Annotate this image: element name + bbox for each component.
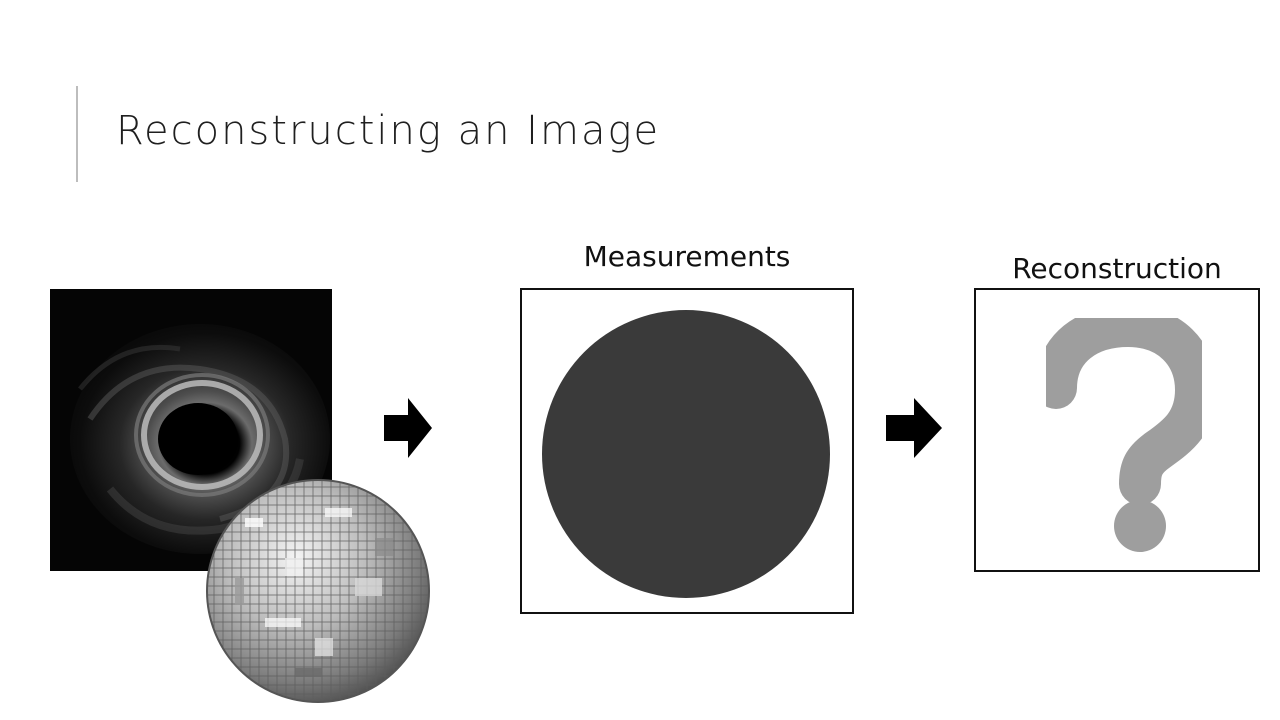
- reconstruction-label: Reconstruction: [1012, 252, 1222, 285]
- measurements-box: [520, 288, 854, 614]
- black-hole-graphic: [50, 289, 332, 571]
- reconstruction-box: [974, 288, 1260, 572]
- arrow-right-icon: [886, 398, 942, 458]
- disco-ball-image: [205, 478, 431, 704]
- disco-ball-graphic: [206, 479, 430, 703]
- slide-title: Reconstructing an Image: [116, 108, 661, 154]
- measurement-circle: [542, 310, 830, 598]
- title-accent-bar: [76, 86, 78, 182]
- black-hole-image: [50, 289, 332, 571]
- measurements-label: Measurements: [583, 240, 791, 273]
- arrow-right-icon: [384, 398, 432, 458]
- question-mark-icon: [1046, 318, 1202, 552]
